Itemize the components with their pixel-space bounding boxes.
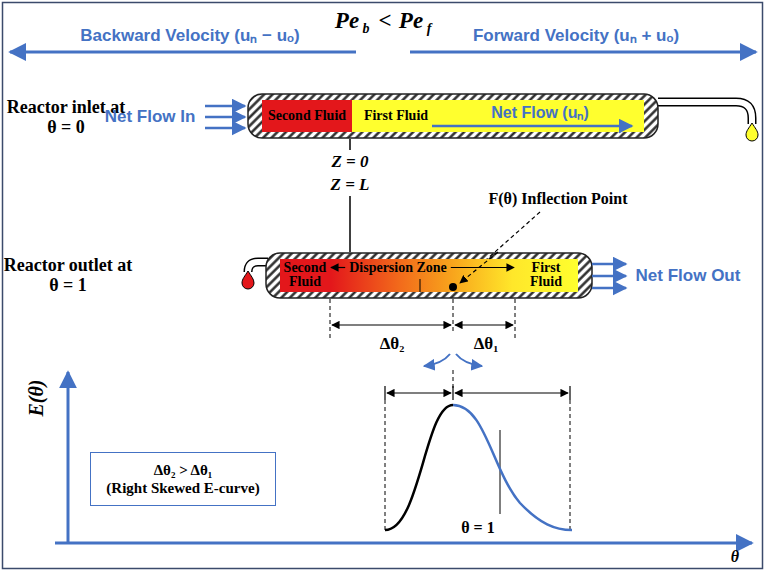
curved-arrow (424, 354, 450, 366)
dimension-tick (452, 386, 453, 400)
subscript: f (427, 21, 432, 36)
reactor-casing (266, 253, 592, 298)
fluid-zone: Second Fluid (262, 100, 352, 132)
rising-curve (385, 405, 453, 530)
zone-label: Second Fluid (281, 261, 329, 290)
note-heading: Δθ₂ > Δθ₁ (154, 461, 213, 479)
subscript: b (363, 21, 370, 36)
dashed-guide (385, 400, 386, 530)
peclet-symbol: Pe (335, 8, 359, 33)
backward-arrow (10, 51, 356, 54)
inflection-dot (449, 283, 457, 291)
peclet-symbol: Pe (399, 8, 423, 33)
droplet (242, 271, 254, 289)
relation-sign: < (378, 8, 391, 33)
net-flow-arrow (432, 125, 632, 128)
dimension-line (387, 392, 451, 393)
forward-arrow (410, 51, 756, 54)
inflow-arrow (205, 127, 245, 130)
velocity-label: Backward Velocity (uₙ − uₒ) (80, 27, 299, 46)
dispersion-arrow (331, 267, 345, 268)
frame (3, 3, 763, 569)
note-box: Δθ₂ > Δθ₁(Right Skewed E-curve) (90, 452, 276, 506)
flow-label: Net Flow Out (636, 267, 741, 286)
outflow-arrow (592, 263, 626, 266)
inflow-arrow (205, 116, 245, 119)
note-text: (Right Skewed E-curve) (106, 479, 259, 497)
axis-tick-label: θ = 1 (461, 519, 494, 537)
x-axis (55, 542, 752, 545)
dashed-guide (453, 299, 454, 332)
dispersion-arrow (451, 267, 514, 268)
dimension-line (455, 324, 513, 325)
callout-label: F(θ) Inflection Point (489, 190, 628, 208)
flow-label: Net Flow (uₙ) (489, 104, 591, 122)
dimension-tick (569, 386, 570, 400)
zone-label: Second Fluid (267, 109, 347, 124)
dashed-guide (330, 299, 331, 340)
position-label: Z = L (331, 176, 370, 195)
axis-label: θ (731, 548, 739, 566)
dashed-guide (515, 299, 516, 340)
leader-line (460, 252, 498, 283)
dashed-guide (453, 370, 454, 388)
outlet-tube-bore (658, 102, 752, 124)
zone-label: Dispersion Zone (349, 260, 447, 275)
outlet-tube (248, 262, 268, 272)
dashed-guide (570, 400, 571, 530)
axis-label: E(θ) (25, 379, 47, 416)
fluid-zone: Second Fluid Dispersion Zone First Fluid (280, 259, 578, 292)
inflow-arrow (205, 105, 245, 108)
reactor-casing (248, 94, 658, 138)
zone-label: First Fluid (361, 109, 431, 124)
falling-curve (453, 405, 572, 530)
dimension-line (332, 324, 451, 325)
outflow-arrow (592, 287, 626, 290)
reactor-state: Reactor outlet at θ = 1 (1, 256, 135, 296)
zone-divider (420, 279, 421, 292)
zone-label: First Fluid (521, 261, 571, 290)
dimension-line (455, 392, 568, 393)
position-tick (349, 139, 351, 150)
position-label: Z = 0 (331, 153, 368, 172)
outflow-arrow (592, 275, 626, 278)
flow-label: Net Flow In (105, 108, 196, 127)
dimension-label: Δθ₂ (380, 335, 405, 354)
dimension-tick (384, 386, 385, 400)
droplet (746, 123, 758, 141)
velocity-label: Forward Velocity (uₙ + uₒ) (473, 27, 679, 46)
dimension-label: Δθ₁ (474, 335, 499, 354)
outlet-tube (658, 102, 752, 124)
outlet-tube-bore (248, 262, 268, 272)
curved-arrow (456, 354, 482, 366)
y-axis (67, 372, 70, 543)
position-tick (349, 196, 351, 252)
